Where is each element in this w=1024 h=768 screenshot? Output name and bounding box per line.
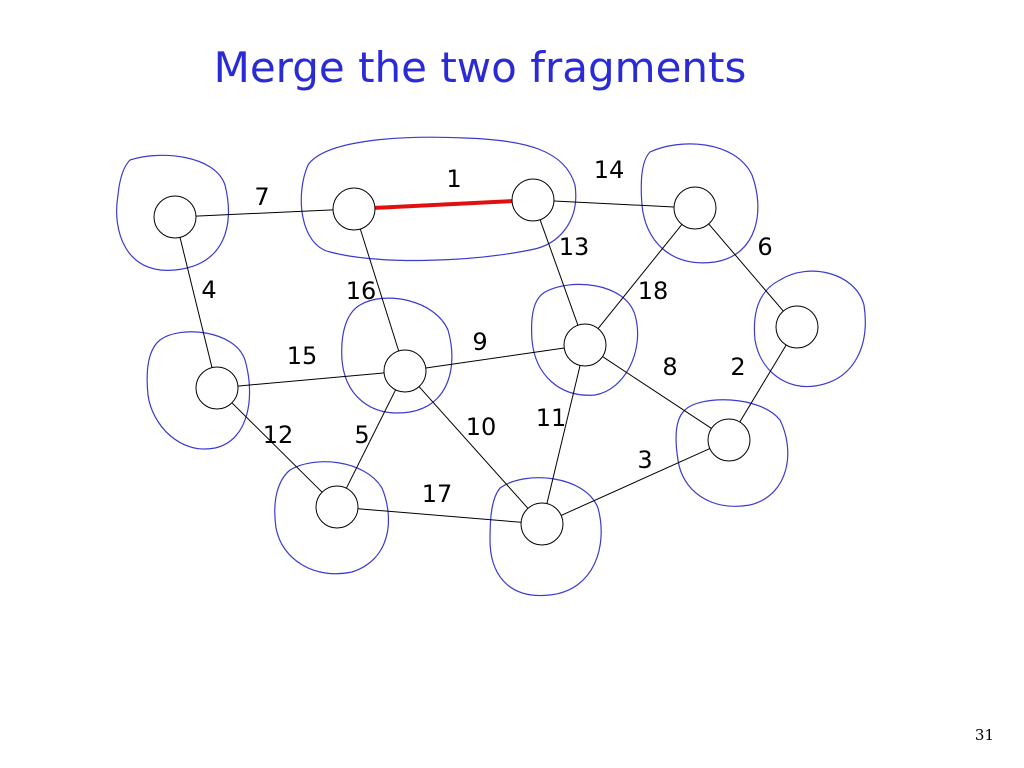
fragment-node-k xyxy=(675,399,789,507)
graph-node-b xyxy=(332,187,376,231)
graph-node-h xyxy=(775,305,819,349)
edge-k-j xyxy=(560,448,711,516)
edge-i-j xyxy=(357,508,522,523)
edge-b-f xyxy=(359,228,400,352)
fragment-node-g xyxy=(146,331,251,450)
graph-node-e xyxy=(563,323,607,367)
edge-f-i xyxy=(345,389,397,489)
edge-g-i xyxy=(231,402,323,493)
edge-weight-label: 13 xyxy=(559,233,590,261)
edge-c-d xyxy=(553,200,675,208)
edge-d-e xyxy=(597,224,683,329)
edge-weight-label: 14 xyxy=(594,156,625,184)
edge-weight-label: 11 xyxy=(536,404,567,432)
edge-weight-label: 15 xyxy=(287,342,318,370)
edge-weight-label: 12 xyxy=(263,421,294,449)
fragment-node-f xyxy=(341,297,453,414)
graph-node-j xyxy=(520,502,564,546)
edge-h-k xyxy=(739,344,787,423)
fragment-node-j xyxy=(489,477,602,597)
edge-weight-label: 18 xyxy=(638,277,669,305)
graph-node-c xyxy=(511,178,555,222)
page-number: 31 xyxy=(974,726,994,744)
edge-a-b xyxy=(195,209,334,217)
fragment-node-d xyxy=(640,143,759,264)
fragment-outlines xyxy=(116,136,866,597)
graph-node-k xyxy=(707,418,751,462)
slide-title: Merge the two fragments xyxy=(213,43,747,92)
edge-weight-label: 9 xyxy=(472,328,487,356)
edge-e-k xyxy=(602,356,712,429)
edge-weight-label: 1 xyxy=(446,165,461,193)
graph-node-g xyxy=(195,366,239,410)
nodes xyxy=(153,178,819,546)
graph-node-f xyxy=(383,349,427,393)
edge-weight-label: 17 xyxy=(422,480,453,508)
fragment-node-e xyxy=(530,283,639,396)
edge-e-j xyxy=(546,365,581,504)
edge-a-g xyxy=(179,237,213,368)
edge-weight-label: 7 xyxy=(254,183,269,211)
edge-weight-label: 2 xyxy=(730,353,745,381)
edge-weight-label: 16 xyxy=(346,277,377,305)
fragment-node-h xyxy=(753,270,866,388)
edge-weight-labels: 7 1 14 4 16 13 18 6 9 15 8 2 12 5 10 11 3 17 xyxy=(201,156,772,508)
edge-c-e xyxy=(539,219,579,326)
edge-weight-label: 10 xyxy=(466,413,497,441)
edge-weight-label: 6 xyxy=(757,233,772,261)
fragment-node-a xyxy=(116,154,230,271)
edge-f-j xyxy=(418,386,529,509)
edge-weight-label: 4 xyxy=(201,276,216,304)
highlighted-edge-b-c xyxy=(374,199,513,210)
edge-g-f xyxy=(237,372,385,387)
graph-node-a xyxy=(153,195,197,239)
fragment-merged-b-c xyxy=(300,136,577,262)
edge-weight-label: 3 xyxy=(637,446,652,474)
edge-weight-label: 8 xyxy=(662,353,677,381)
fragment-node-i xyxy=(274,461,389,575)
edge-d-h xyxy=(708,223,784,312)
edges xyxy=(179,199,787,523)
graph-node-i xyxy=(315,485,359,529)
edge-weight-label: 5 xyxy=(354,421,369,449)
edge-f-e xyxy=(425,347,565,369)
graph-node-d xyxy=(673,186,717,230)
